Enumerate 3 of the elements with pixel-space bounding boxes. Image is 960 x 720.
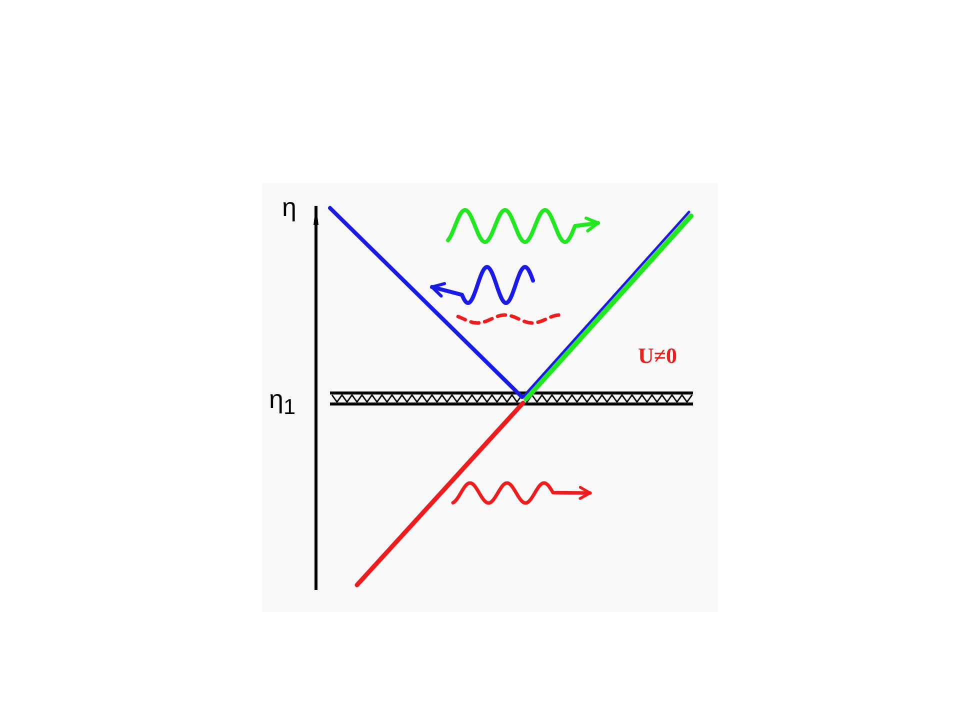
- axis-label: η: [282, 194, 296, 220]
- equation-label: U≠0: [638, 345, 677, 367]
- axis-label: η$_{1}$: [269, 386, 296, 418]
